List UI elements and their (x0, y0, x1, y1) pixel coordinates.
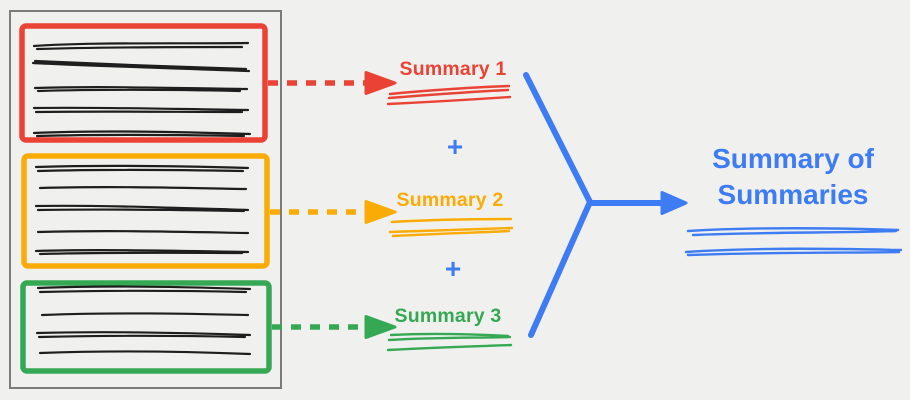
chunk-box-orange (21, 153, 270, 269)
merge-fork-lines (523, 72, 593, 338)
dashed-arrow-red-head (364, 71, 397, 95)
document-chunk-1 (19, 23, 268, 143)
dashed-arrow-green (272, 315, 397, 339)
dashed-arrow-orange (270, 200, 397, 224)
plus-sign-1: + (446, 131, 464, 162)
dashed-arrow-green-head (364, 315, 397, 339)
result-scribble (684, 227, 903, 257)
summary-1-label: Summary 1 (399, 58, 507, 80)
result-label: Summary of Summaries (712, 143, 874, 210)
summary-1-scribble (386, 84, 512, 106)
document-frame (9, 10, 282, 389)
merge-arrow-head (660, 191, 688, 215)
dashed-arrow-orange-head (364, 200, 397, 224)
chunk-2-text-scribbles (34, 164, 250, 256)
chunk-box-red (19, 23, 268, 143)
document-chunk-3 (20, 280, 272, 374)
plus-sign-2: + (444, 253, 462, 284)
summary-3-label: Summary 3 (394, 305, 502, 327)
chunk-3-text-scribbles (35, 285, 252, 356)
chunk-box-green (20, 280, 272, 374)
summary-2-scribble (388, 217, 514, 238)
summary-3-scribble (386, 332, 513, 352)
chunk-1-text-scribbles (31, 41, 252, 138)
merge-fork (523, 72, 688, 338)
summary-2-label: Summary 2 (396, 189, 504, 211)
document-chunk-2 (21, 153, 270, 269)
dashed-arrow-red (268, 71, 397, 95)
